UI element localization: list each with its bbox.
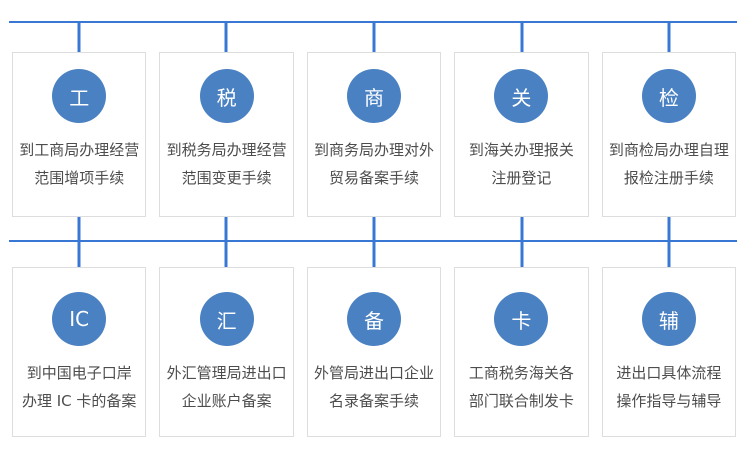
step-card-fudao: 辅 进出口具体流程 操作指导与辅导 [601, 267, 737, 437]
step-badge-icon: 工 [52, 69, 107, 123]
step-description-line1: 到海关办理报关 [468, 141, 574, 159]
connector-vertical [667, 21, 671, 53]
step-row-1: 工 到工商局办理经营 范围增项手续 税 到税务局办理经营 范围变更手续 商 到商… [12, 52, 737, 217]
step-card-gongshang: 工 到工商局办理经营 范围增项手续 [12, 52, 147, 217]
step-row-2: IC 到中国电子口岸 办理 IC 卡的备案 汇 外汇管理局进出口 企业账户备案 … [12, 267, 737, 437]
step-description-line2: 操作指导与辅导 [616, 392, 722, 410]
step-description-line2: 注册登记 [491, 169, 552, 187]
step-description-line1: 外管局进出口企业 [314, 364, 435, 382]
step-badge-icon: 卡 [494, 292, 549, 346]
step-description-line2: 名录备案手续 [329, 392, 420, 410]
step-description-line1: 外汇管理局进出口 [166, 364, 287, 382]
step-badge-icon: 关 [494, 69, 549, 123]
step-description-line1: 到商务局办理对外 [314, 141, 435, 159]
step-card-shangjian: 检 到商检局办理自理 报检注册手续 [601, 52, 737, 217]
step-description-line1: 工商税务海关各 [468, 364, 574, 382]
step-card-ic: IC 到中国电子口岸 办理 IC 卡的备案 [12, 267, 147, 437]
connector-vertical [77, 21, 81, 53]
step-description: 到税务局办理经营 范围变更手续 [167, 136, 287, 192]
step-description-line2: 贸易备案手续 [329, 169, 420, 187]
step-badge-icon: 辅 [641, 292, 696, 346]
step-card-faka: 卡 工商税务海关各 部门联合制发卡 [454, 267, 589, 437]
step-description-line1: 到中国电子口岸 [26, 364, 132, 382]
connector-vertical [520, 21, 524, 53]
connector-vertical [224, 217, 228, 267]
step-description: 到商务局办理对外 贸易备案手续 [314, 136, 434, 192]
step-description-line2: 范围变更手续 [181, 169, 272, 187]
step-badge-icon: 商 [347, 69, 402, 123]
connector-vertical [372, 217, 376, 267]
step-badge-icon: 检 [641, 69, 696, 123]
step-card-beian: 备 外管局进出口企业 名录备案手续 [306, 267, 442, 437]
step-description-line2: 部门联合制发卡 [468, 392, 574, 410]
step-description: 外管局进出口企业 名录备案手续 [314, 359, 434, 415]
step-card-shangwu: 商 到商务局办理对外 贸易备案手续 [306, 52, 442, 217]
connector-vertical [224, 21, 228, 53]
step-description: 到中国电子口岸 办理 IC 卡的备案 [22, 359, 136, 415]
step-description-line2: 报检注册手续 [623, 169, 714, 187]
step-description-line1: 到税务局办理经营 [166, 141, 287, 159]
step-badge-icon: 汇 [199, 292, 254, 346]
step-card-haiguan: 关 到海关办理报关 注册登记 [454, 52, 589, 217]
step-description-line2: 企业账户备案 [181, 392, 272, 410]
step-description: 外汇管理局进出口 企业账户备案 [167, 359, 287, 415]
connector-vertical [372, 21, 376, 53]
step-description-line1: 到工商局办理经营 [19, 141, 140, 159]
step-description: 进出口具体流程 操作指导与辅导 [616, 359, 721, 415]
step-card-shuiwu: 税 到税务局办理经营 范围变更手续 [159, 52, 294, 217]
step-description-line1: 进出口具体流程 [616, 364, 722, 382]
step-description-line1: 到商检局办理自理 [608, 141, 729, 159]
connector-vertical [77, 217, 81, 267]
step-description-line2: 范围增项手续 [34, 169, 125, 187]
connector-vertical [667, 217, 671, 267]
step-description: 到商检局办理自理 报检注册手续 [609, 136, 729, 192]
step-description-line2: 办理 IC 卡的备案 [21, 392, 137, 410]
step-badge-icon: 税 [199, 69, 254, 123]
step-description: 到海关办理报关 注册登记 [469, 136, 574, 192]
step-badge-icon: 备 [347, 292, 402, 346]
step-description: 工商税务海关各 部门联合制发卡 [469, 359, 574, 415]
step-description: 到工商局办理经营 范围增项手续 [19, 136, 139, 192]
step-badge-icon: IC [52, 292, 107, 346]
connector-vertical [520, 217, 524, 267]
step-card-waihui: 汇 外汇管理局进出口 企业账户备案 [159, 267, 294, 437]
